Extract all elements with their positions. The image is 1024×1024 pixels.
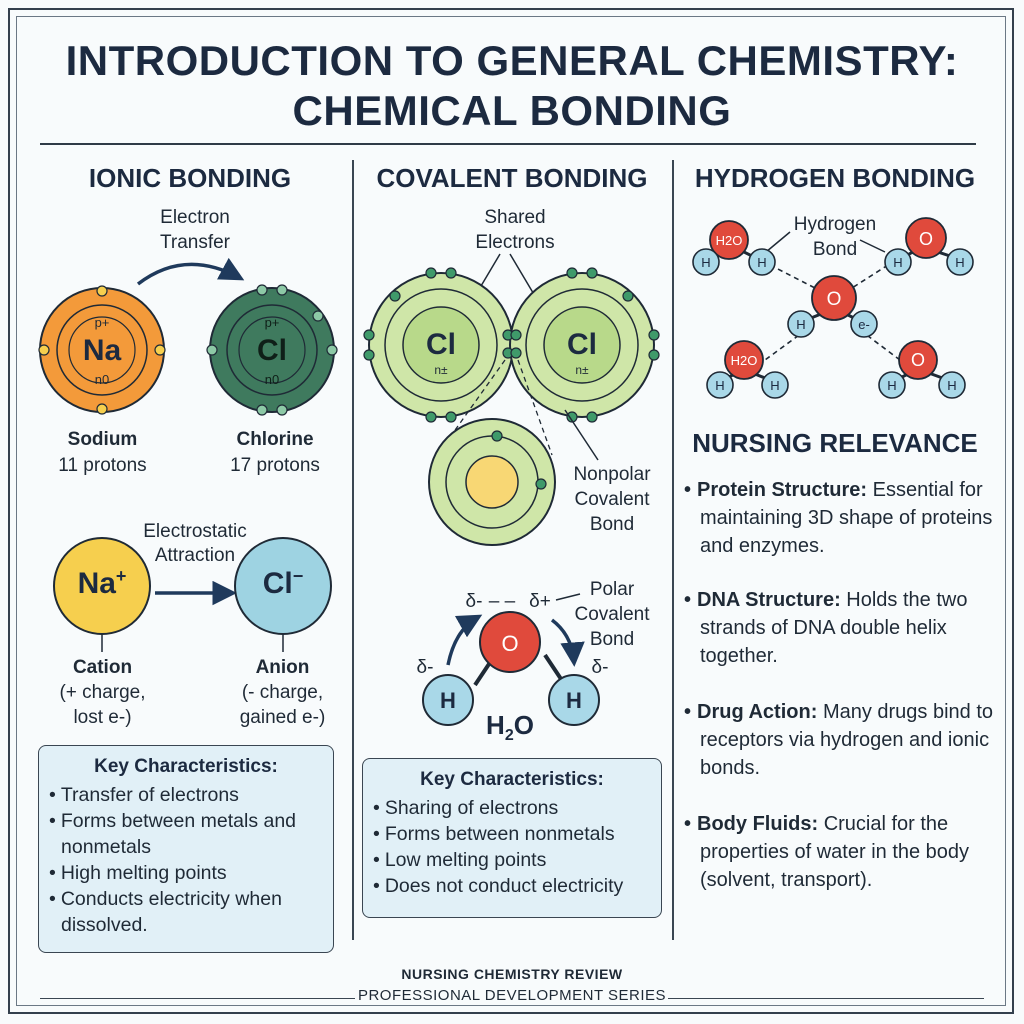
svg-text:e-: e- — [858, 317, 870, 332]
covalent-cl-right — [509, 272, 655, 418]
anion-symbol: Cl− — [262, 566, 304, 600]
cl-left-symbol: Cl — [426, 328, 456, 361]
ionic-key-characteristics: Key Characteristics: Transfer of electro… — [38, 745, 334, 953]
nonpolar-zoom-atom — [428, 418, 556, 546]
delta-plus: δ+ — [529, 591, 551, 612]
ionic-heading: IONIC BONDING — [88, 163, 292, 193]
title-divider — [40, 143, 976, 145]
covalent-key-item: Does not conduct electricity — [373, 873, 651, 899]
electrostatic-attraction-label: Electrostatic Attraction — [143, 521, 247, 566]
svg-text:H: H — [701, 255, 710, 270]
svg-text:H: H — [757, 255, 766, 270]
chlorine-atom — [206, 284, 338, 416]
svg-text:H: H — [715, 378, 724, 393]
covalent-key-title: Key Characteristics: — [420, 769, 604, 790]
cation-label: Cation (+ charge, lost e-) — [59, 657, 146, 728]
svg-text:H: H — [770, 378, 779, 393]
svg-text:H: H — [796, 317, 805, 332]
cl-symbol: Cl — [257, 334, 287, 367]
title-line-1: INTRODUCTION TO GENERAL CHEMISTRY: — [65, 37, 959, 84]
footer-subtitle: PROFESSIONAL DEVELOPMENT SERIES — [357, 987, 667, 1004]
h2o-label-1: H2O — [716, 233, 743, 248]
polar-oxygen — [479, 611, 541, 673]
covalent-cl-left — [368, 272, 514, 418]
covalent-key-item: Low melting points — [373, 847, 651, 873]
delta-minus-top: δ- — [466, 591, 483, 612]
ionic-key-item: Conducts electricity when dissolved. — [49, 886, 323, 938]
ionic-key-item: Forms between metals and nonmetals — [49, 808, 323, 860]
na-proton-mark: p+ — [95, 315, 110, 330]
polar-o-symbol: O — [501, 631, 518, 656]
column-divider-2 — [672, 160, 674, 940]
delta-minus-right: δ- — [592, 657, 609, 678]
na-neutron-mark: n0 — [95, 372, 109, 387]
cl-right-symbol: Cl — [567, 328, 597, 361]
o-symbol-2: O — [919, 229, 933, 249]
na-symbol: Na — [83, 334, 122, 367]
sodium-atom — [38, 285, 166, 415]
shared-electrons-label: Shared Electrons — [475, 207, 555, 253]
nursing-item-dna: DNA Structure: Holds the two strands of … — [684, 586, 1000, 670]
nursing-heading: NURSING RELEVANCE — [692, 428, 978, 458]
delta-minus-left: δ- — [417, 657, 434, 678]
water-formula: H2O — [486, 710, 534, 745]
hydrogen-heading: HYDROGEN BONDING — [694, 163, 976, 193]
footer-title: NURSING CHEMISTRY REVIEW — [401, 966, 623, 982]
covalent-key-characteristics: Key Characteristics: Sharing of electron… — [362, 758, 662, 918]
polar-h-left-symbol: H — [440, 688, 456, 713]
polar-h-right-symbol: H — [566, 688, 582, 713]
o-symbol-5: O — [911, 350, 925, 370]
covalent-electrons — [363, 267, 660, 423]
water-molecule-center — [787, 275, 878, 338]
polar-hydrogen-left — [422, 674, 474, 726]
nonpolar-covalent-label: Nonpolar Covalent Bond — [573, 464, 651, 535]
page-title: INTRODUCTION TO GENERAL CHEMISTRY: CHEMI… — [0, 36, 1024, 136]
footer-rule-right — [668, 998, 984, 999]
cl-left-neutron: n± — [434, 363, 448, 377]
anion-label: Anion (- charge, gained e-) — [239, 657, 326, 728]
chlorine-label: Chlorine 17 protons — [230, 429, 320, 476]
polar-hydrogen-right — [548, 674, 600, 726]
cl-right-neutron: n± — [575, 363, 589, 377]
h2o-label-2: H2O — [731, 353, 758, 368]
water-molecule-1 — [692, 220, 776, 276]
ionic-key-item: High melting points — [49, 860, 323, 886]
svg-text:– –: – – — [489, 591, 516, 612]
cl-neutron-mark: n0 — [265, 372, 279, 387]
polar-covalent-label: Polar Covalent Bond — [574, 579, 650, 650]
covalent-key-item: Forms between nonmetals — [373, 821, 651, 847]
svg-text:H: H — [893, 255, 902, 270]
hydrogen-bond-label: Hydrogen Bond — [793, 214, 877, 260]
footer-rule-left — [40, 998, 355, 999]
svg-text:H: H — [947, 378, 956, 393]
electron-transfer-label: Electron Transfer — [159, 207, 231, 253]
covalent-heading: COVALENT BONDING — [376, 163, 648, 193]
water-molecule-4 — [706, 340, 789, 399]
inner-frame — [16, 16, 1006, 1006]
water-molecule-5 — [878, 340, 966, 399]
cation-symbol: Na+ — [77, 566, 127, 600]
svg-text:H: H — [955, 255, 964, 270]
nursing-item-drug: Drug Action: Many drugs bind to receptor… — [684, 698, 1000, 782]
sodium-label: Sodium 11 protons — [58, 429, 147, 476]
nursing-item-protein: Protein Structure: Essential for maintai… — [684, 476, 1000, 560]
nursing-item-fluids: Body Fluids: Crucial for the properties … — [684, 810, 1000, 894]
outer-frame — [8, 8, 1014, 1014]
title-line-2: CHEMICAL BONDING — [292, 87, 732, 134]
ionic-key-title: Key Characteristics: — [94, 756, 278, 777]
cl-proton-mark: p+ — [265, 315, 280, 330]
covalent-key-item: Sharing of electrons — [373, 795, 651, 821]
o-symbol-center: O — [827, 289, 842, 310]
svg-text:H: H — [887, 378, 896, 393]
water-molecule-2 — [884, 217, 974, 276]
column-divider-1 — [352, 160, 354, 940]
transfer-arrow — [136, 257, 245, 286]
ionic-key-item: Transfer of electrons — [49, 782, 323, 808]
